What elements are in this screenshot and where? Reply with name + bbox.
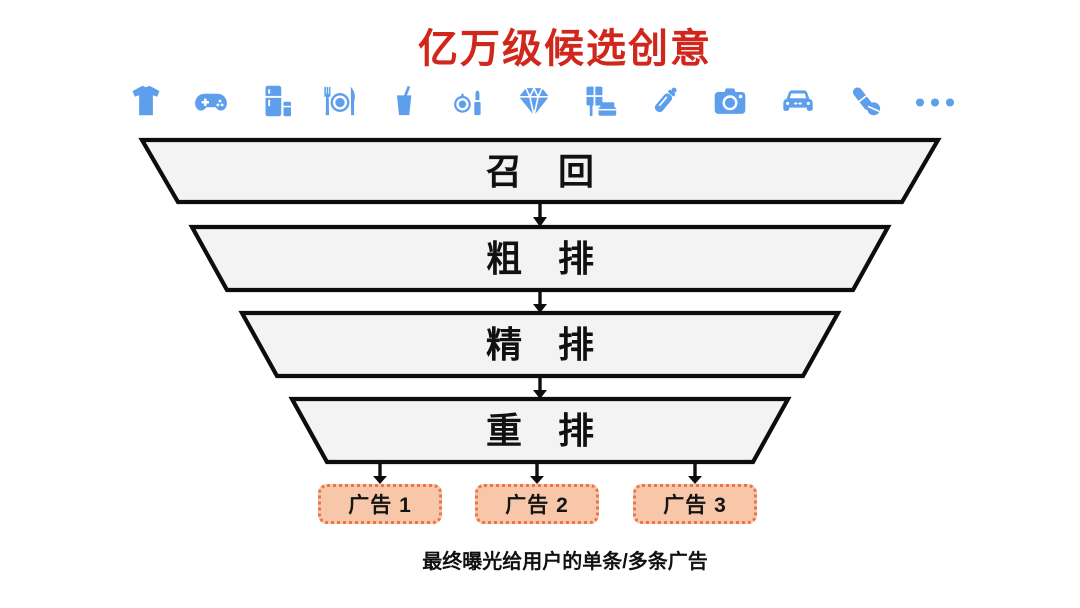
ad-box-1: 广告 1: [318, 484, 442, 524]
arrow-down-icon: [533, 292, 547, 313]
funnel-level-fine-rank-label: 精 排: [486, 324, 594, 365]
arrow-down-icon: [373, 463, 387, 484]
refrigerator-icon: [265, 85, 291, 117]
ad-box-2-label: 广告 2: [505, 494, 569, 517]
arrow-down-icon: [533, 378, 547, 399]
arrow-down-icon: [530, 463, 544, 484]
funnel-level-fine-rank: [238, 310, 842, 379]
cosmetics-icon: [454, 90, 481, 116]
bottom-caption: 最终曝光给用户的单条/多条广告: [422, 551, 708, 573]
ad-box-3: 广告 3: [633, 484, 757, 524]
funnel-diagram: 召 回 粗 排 精 排 重 排: [138, 137, 942, 484]
ellipsis-icon: [915, 98, 954, 107]
baby-bottle-icon: [654, 87, 677, 113]
funnel-level-coarse-rank-label: 粗 排: [486, 238, 594, 279]
funnel-level-recall-label: 召 回: [486, 151, 594, 192]
car-icon: [783, 90, 813, 111]
arrow-down-icon: [688, 463, 702, 484]
ad-box-1-label: 广告 1: [348, 494, 412, 517]
page-title: 亿万级候选创意: [418, 27, 712, 71]
tshirt-icon: [132, 85, 160, 116]
funnel-level-recall: [138, 137, 942, 205]
medicine-icon: [853, 87, 881, 116]
funnel-level-coarse-rank: [188, 224, 892, 293]
funnel-level-re-rank-label: 重 排: [486, 410, 594, 451]
ad-box-3-label: 广告 3: [663, 494, 727, 517]
camera-icon: [715, 88, 746, 114]
diamond-icon: [518, 86, 549, 116]
gamepad-icon: [194, 93, 227, 111]
dining-icon: [324, 86, 356, 116]
funnel-level-re-rank: [288, 396, 792, 465]
category-icons-row: [128, 82, 958, 120]
ad-box-2: 广告 2: [475, 484, 599, 524]
furniture-icon: [586, 86, 616, 116]
drink-icon: [397, 85, 412, 116]
arrow-down-icon: [533, 204, 547, 227]
